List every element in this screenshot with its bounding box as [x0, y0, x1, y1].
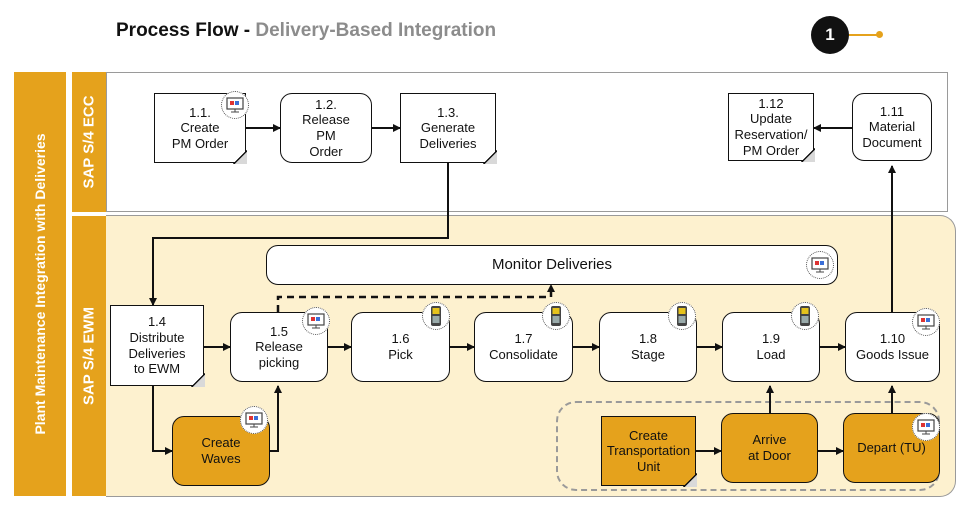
arrow-waves-to-1-5: [270, 385, 282, 452]
step-1-4-distribute-deliveries[interactable]: 1.4 Distribute Deliveries to EWM: [110, 305, 205, 387]
step-number-badge: 1: [811, 16, 849, 54]
create-transportation-unit-box[interactable]: Create Transportation Unit: [601, 416, 697, 487]
rf-scanner-icon: [542, 302, 570, 330]
desktop-monitor-icon: [240, 406, 268, 434]
step-1-6-label: 1.6 Pick: [388, 331, 413, 362]
badge-connector-dot: [876, 31, 883, 38]
desktop-monitor-icon: [302, 307, 330, 335]
rf-scanner-icon: [791, 302, 819, 330]
create-waves-label: Create Waves: [201, 435, 241, 466]
ecc-lane-label: SAP S/4 ECC: [72, 72, 106, 212]
monitor-deliveries-label: Monitor Deliveries: [491, 256, 613, 273]
step-1-8-label: 1.8 Stage: [631, 331, 665, 362]
step-1-11-label: 1.11 Material Document: [862, 103, 922, 150]
create-waves-box[interactable]: Create Waves: [172, 416, 270, 486]
step-1-11-material-document[interactable]: 1.11 Material Document: [852, 93, 932, 161]
desktop-monitor-icon: [912, 413, 940, 441]
create-transportation-unit-label: Create Transportation Unit: [606, 427, 691, 474]
step-1-2-release-pm-order[interactable]: 1.2. Release PM Order: [280, 93, 372, 163]
desktop-monitor-icon: [912, 308, 940, 336]
ewm-lane-label: SAP S/4 EWM: [72, 216, 106, 496]
desktop-monitor-icon: [221, 91, 249, 119]
rf-scanner-icon: [668, 302, 696, 330]
step-1-12-label: 1.12 Update Reservation/ PM Order: [734, 95, 808, 158]
outer-lane-label: Plant Maintenance Integration with Deliv…: [14, 72, 66, 496]
step-1-3-label: 1.3. Generate Deliveries: [419, 104, 477, 151]
title-main: Process Flow: [116, 20, 239, 41]
step-1-1-label: 1.1. Create PM Order: [171, 104, 229, 151]
desktop-monitor-icon: [806, 251, 834, 279]
depart-tu-label: Depart (TU): [857, 440, 926, 456]
step-1-7-label: 1.7 Consolidate: [489, 331, 558, 362]
arrive-at-door-label: Arrive at Door: [748, 432, 791, 463]
arrow-1-3-to-1-4: [149, 163, 449, 306]
dashed-arrow-to-monitor: [276, 284, 555, 312]
step-1-4-label: 1.4 Distribute Deliveries to EWM: [128, 314, 186, 377]
step-1-2-label: 1.2. Release PM Order: [302, 96, 350, 159]
step-1-3-generate-deliveries[interactable]: 1.3. Generate Deliveries: [400, 93, 497, 164]
arrive-at-door-box[interactable]: Arrive at Door: [721, 413, 818, 483]
badge-connector-line: [849, 34, 879, 36]
page-title: Process Flow - Delivery-Based Integratio…: [116, 20, 496, 42]
rf-scanner-icon: [422, 302, 450, 330]
step-1-10-label: 1.10 Goods Issue: [856, 331, 929, 362]
step-1-5-label: 1.5 Release picking: [255, 323, 303, 370]
title-subtitle: Delivery-Based Integration: [255, 20, 497, 41]
step-1-9-label: 1.9 Load: [756, 331, 786, 362]
monitor-deliveries-box[interactable]: Monitor Deliveries: [266, 245, 838, 285]
arrow-1-4-to-waves: [152, 386, 173, 455]
depart-tu-box[interactable]: Depart (TU): [843, 413, 940, 483]
title-separator: -: [238, 20, 256, 41]
step-1-12-update-reservation[interactable]: 1.12 Update Reservation/ PM Order: [728, 93, 815, 162]
